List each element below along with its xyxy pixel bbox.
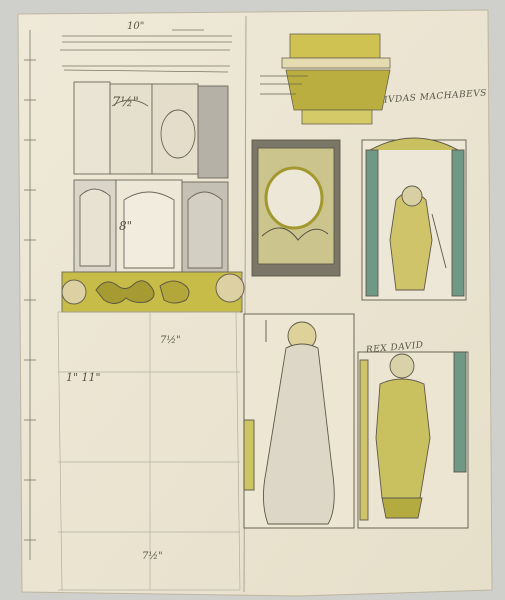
measurement-a: 7½" [112, 95, 139, 110]
lower-grid [57, 311, 241, 591]
measurement-top: 10" [127, 21, 145, 32]
panel-row-middle [73, 179, 229, 273]
measurement-b: 8" [119, 219, 133, 233]
david-figure [357, 351, 469, 529]
maccabeus-niche [361, 137, 467, 301]
christ-figure [243, 313, 355, 529]
panel-row-upper [73, 81, 229, 179]
cornice-sketch [60, 29, 232, 73]
ruler-left [24, 30, 36, 560]
gold-frieze [61, 271, 245, 313]
measurement-e: 7½" [160, 335, 181, 346]
ornamental-frame [251, 139, 341, 277]
measurement-d: 7½" [142, 551, 163, 562]
measurement-c: 1" 11" [66, 371, 101, 384]
capital-sketch [260, 33, 391, 125]
